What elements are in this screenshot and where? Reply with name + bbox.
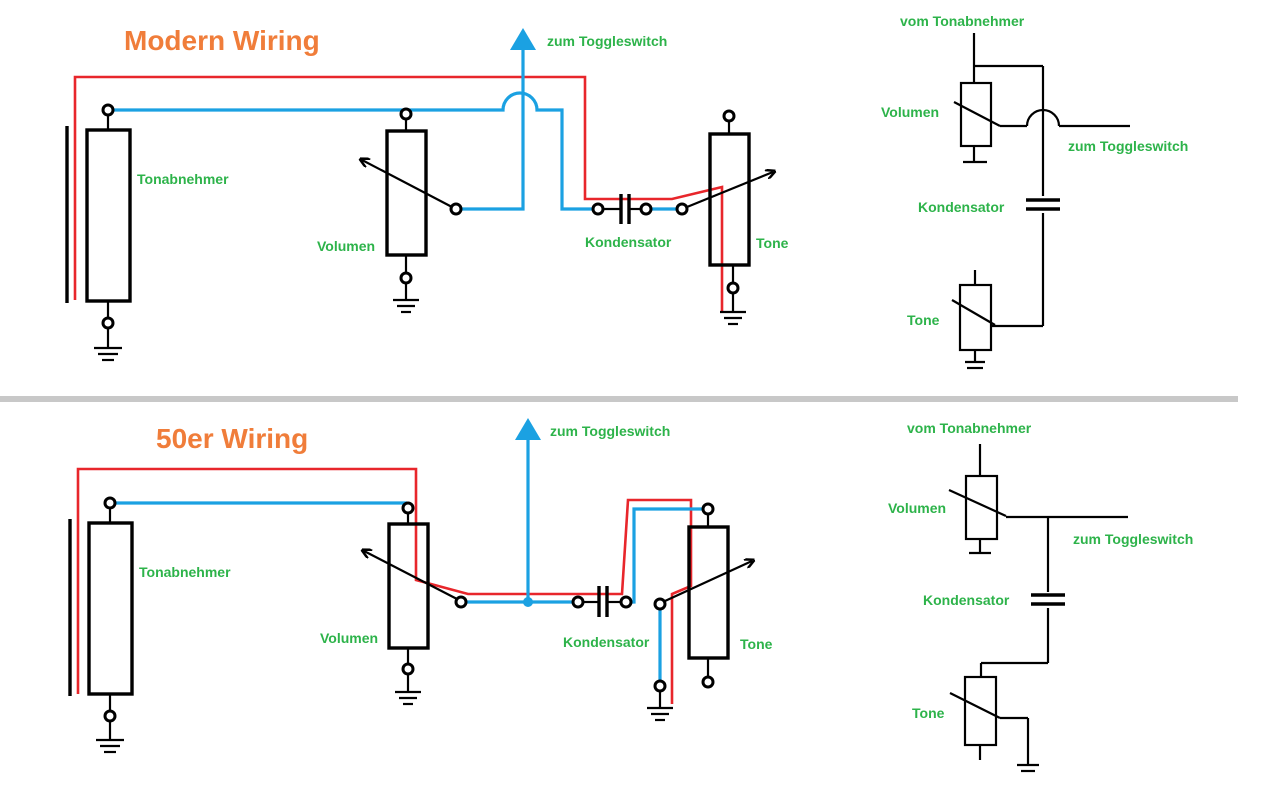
label-volume: Volumen xyxy=(317,238,376,254)
modern-schematic xyxy=(951,33,1130,370)
fifties-wiring-diagram xyxy=(68,418,1128,773)
fifties-schematic xyxy=(948,444,1128,773)
volume-pot xyxy=(362,107,463,314)
schematic-label-capacitor: Kondensator xyxy=(918,199,1005,215)
label-tone-50s: Tone xyxy=(740,636,773,652)
ground-wire xyxy=(73,75,724,312)
schematic-label-volume-50s: Volumen xyxy=(888,500,947,516)
label-pickup: Tonabnehmer xyxy=(137,171,229,187)
schematic-label-toggle: zum Toggleswitch xyxy=(1068,138,1189,154)
schematic-label-toggle-50s: zum Toggleswitch xyxy=(1073,531,1194,547)
label-volume-50s: Volumen xyxy=(320,630,379,646)
section-title-fifties: 50er Wiring xyxy=(156,423,309,454)
toggle-arrow xyxy=(510,28,536,50)
volume-pot-50s xyxy=(364,501,468,706)
tone-pot-50s xyxy=(647,502,752,722)
schematic-label-volume: Volumen xyxy=(881,104,940,120)
capacitor-50s xyxy=(571,586,633,617)
pickup-component xyxy=(65,103,132,362)
schematic-label-from-pickup: vom Tonabnehmer xyxy=(900,13,1025,29)
section-divider xyxy=(0,396,1238,402)
label-capacitor-50s: Kondensator xyxy=(563,634,650,650)
label-pickup-50s: Tonabnehmer xyxy=(139,564,231,580)
signal-wire-volume-out xyxy=(456,40,525,211)
pickup-component-50s xyxy=(68,496,134,754)
label-toggle: zum Toggleswitch xyxy=(547,33,668,49)
label-tone: Tone xyxy=(756,235,789,251)
label-capacitor: Kondensator xyxy=(585,234,672,250)
schematic-label-tone: Tone xyxy=(907,312,940,328)
tone-pot xyxy=(675,109,773,326)
section-title-modern: Modern Wiring xyxy=(124,25,320,56)
schematic-label-from-pickup-50s: vom Tonabnehmer xyxy=(907,420,1032,436)
label-toggle-50s: zum Toggleswitch xyxy=(550,423,671,439)
schematic-label-capacitor-50s: Kondensator xyxy=(923,592,1010,608)
modern-wiring-diagram xyxy=(65,28,1130,370)
capacitor xyxy=(591,194,653,224)
schematic-label-tone-50s: Tone xyxy=(912,705,945,721)
